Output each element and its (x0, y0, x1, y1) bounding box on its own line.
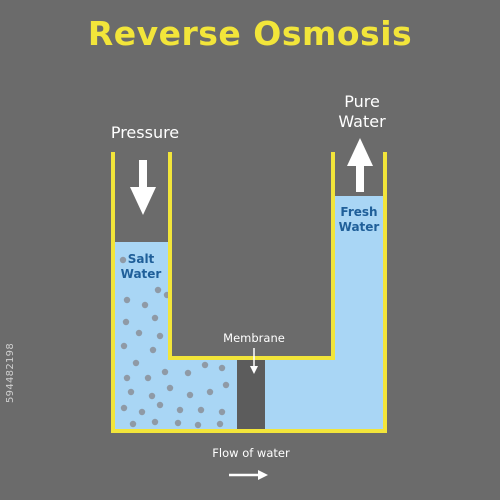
salt-particle (151, 314, 159, 322)
salt-particle (149, 346, 157, 354)
salt-particle (141, 301, 149, 309)
salt-particle (132, 359, 140, 367)
salt-water-region (113, 242, 237, 431)
membrane-label: Membrane (223, 331, 285, 345)
pure-water-arrow-icon (347, 138, 373, 192)
u-tube-container (111, 152, 387, 433)
salt-particle (156, 401, 164, 409)
salt-particle (186, 391, 194, 399)
salt-particle (206, 388, 214, 396)
flow-arrow-icon (229, 470, 268, 480)
salt-particle (127, 388, 135, 396)
fresh-water-label: Fresh Water (333, 205, 385, 235)
salt-particle (161, 368, 169, 376)
salt-particle (129, 420, 137, 428)
salt-particle (166, 384, 174, 392)
membrane (237, 358, 265, 431)
salt-particle (201, 361, 209, 369)
salt-particle (184, 369, 192, 377)
fresh-water-label-line2: Water (338, 220, 380, 234)
salt-particle (122, 318, 130, 326)
salt-particle (176, 406, 184, 414)
fresh-water-region (265, 196, 385, 431)
diagram-title: Reverse Osmosis (87, 14, 413, 53)
salt-particle (154, 286, 162, 294)
salt-particle (120, 342, 128, 350)
salt-particle (123, 374, 131, 382)
salt-particle (120, 404, 128, 412)
salt-water-label: Salt Water (115, 252, 167, 282)
salt-particle (218, 408, 226, 416)
salt-water-label-line2: Water (120, 267, 162, 281)
pure-water-label-line1: Pure (344, 92, 380, 111)
flow-of-water-label: Flow of water (212, 446, 290, 460)
membrane-pointer-icon (250, 348, 258, 374)
fresh-water-label-line1: Fresh (340, 205, 378, 219)
salt-particle (135, 329, 143, 337)
salt-particle (194, 421, 202, 429)
salt-water-label-line1: Salt (127, 252, 155, 266)
pure-water-label-line2: Water (338, 112, 386, 131)
salt-particle (222, 381, 230, 389)
pressure-arrow-icon (130, 160, 156, 215)
salt-particle (144, 374, 152, 382)
pure-water-label: Pure Water (312, 92, 412, 132)
salt-particle (197, 406, 205, 414)
stock-id: 594482198 (5, 343, 16, 403)
salt-particle (123, 296, 131, 304)
pressure-label: Pressure (110, 123, 180, 142)
salt-particle (156, 332, 164, 340)
salt-particle (119, 256, 127, 264)
salt-particle (151, 418, 159, 426)
salt-particle (138, 408, 146, 416)
salt-particles (119, 256, 230, 429)
salt-particle (148, 392, 156, 400)
salt-particle (216, 420, 224, 428)
salt-particle (218, 364, 226, 372)
salt-particle (174, 419, 182, 427)
